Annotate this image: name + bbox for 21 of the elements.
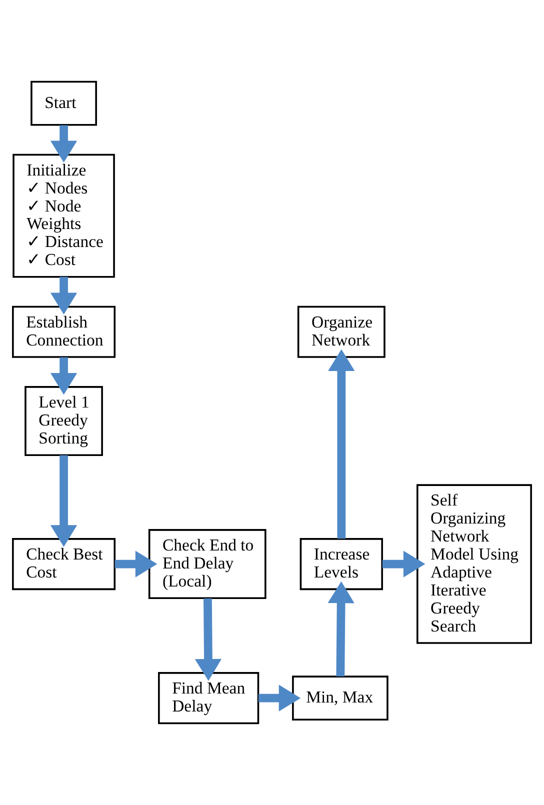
arrow (194, 598, 222, 681)
arrow (328, 581, 354, 676)
node-box: Check End to End Delay (Local) (148, 529, 266, 600)
node-box: Initialize ✓ Nodes ✓ Node Weights ✓ Distance ✓ Cost (12, 154, 115, 278)
arrow (50, 276, 78, 314)
arrow (382, 550, 426, 578)
arrow (258, 684, 301, 712)
arrow (50, 357, 78, 395)
node-box: Min, Max (292, 676, 388, 721)
node-box: Increase Levels (300, 538, 383, 590)
node-box: Check Best Cost (12, 538, 116, 590)
arrow (50, 125, 78, 163)
arrow (50, 455, 78, 547)
arrow (114, 550, 158, 578)
node-box: Establish Connection (12, 306, 116, 358)
node-box: Level 1 Greedy Sorting (24, 386, 103, 456)
node-box: Organize Network (297, 306, 386, 358)
node-box: Find Mean Delay (158, 672, 260, 724)
node-box: Self Organizing Network Model Using Adaptive Iterative Greedy Search (416, 484, 532, 644)
arrow (328, 349, 355, 539)
node-box: Start (30, 80, 97, 126)
